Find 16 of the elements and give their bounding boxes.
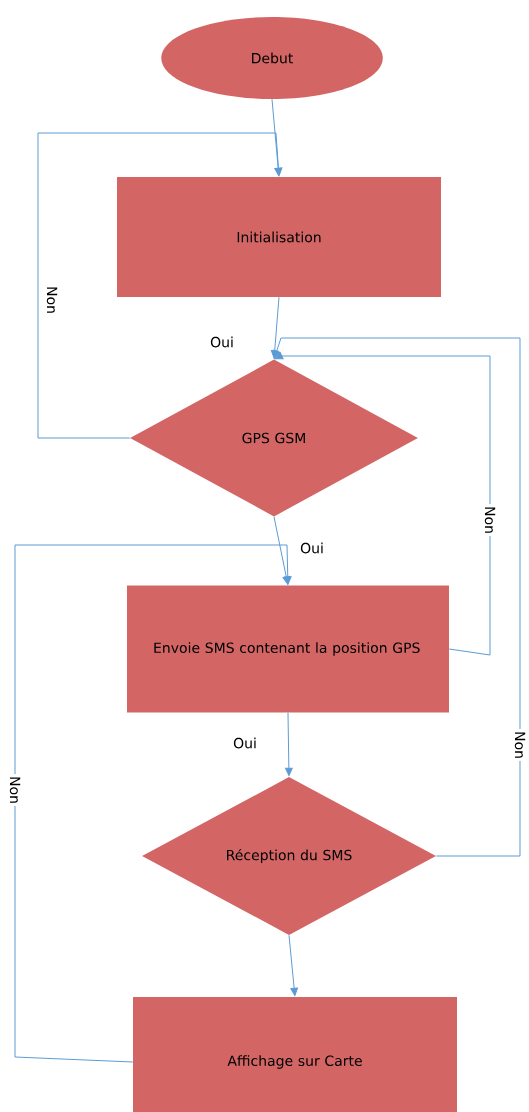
process-box: Initialisation xyxy=(117,177,441,297)
edge-label: Oui xyxy=(300,542,323,554)
process-box: Affichage sur Carte xyxy=(133,997,457,1112)
edge-label: Non xyxy=(482,504,498,536)
edge-label: Non xyxy=(7,774,23,806)
process-box: Envoie SMS contenant la position GPS xyxy=(127,585,449,713)
arrow xyxy=(14,544,292,1063)
arrow xyxy=(288,934,298,997)
edge-label: Non xyxy=(512,729,528,761)
arrow xyxy=(285,712,293,777)
arrow xyxy=(274,352,491,656)
edge-label: Oui xyxy=(210,336,233,348)
edge-label: Oui xyxy=(233,737,256,749)
edge-label: Non xyxy=(44,284,60,316)
arrow xyxy=(272,337,521,857)
arrow xyxy=(37,132,283,439)
